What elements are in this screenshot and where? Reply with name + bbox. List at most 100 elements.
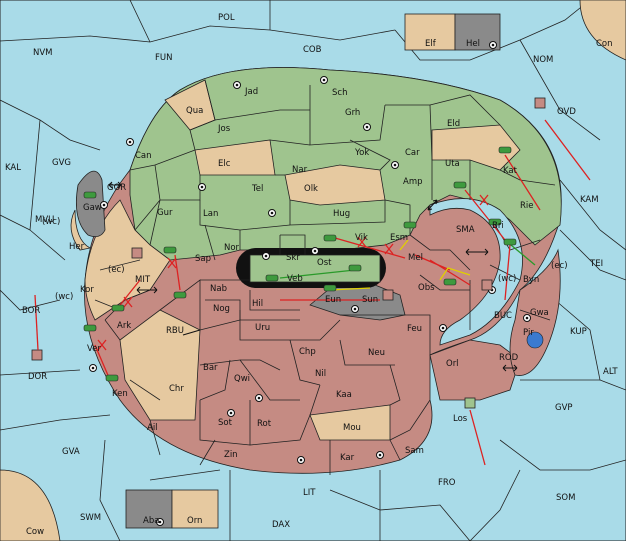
bri-unit-marker (481, 279, 493, 291)
sea-swm: SWM (80, 513, 101, 523)
label-aba: Aba (143, 516, 159, 526)
label-jad: Jad (244, 87, 258, 97)
sea-nvm: NVM (33, 48, 53, 58)
label-gwa: Gwa (530, 308, 549, 318)
label-nog: Nog (213, 304, 230, 314)
label-nab: Nab (210, 284, 227, 294)
ovd-unit-marker (534, 97, 546, 109)
label-skr: Skr (286, 253, 300, 263)
sea-som: SOM (556, 493, 575, 503)
land-gaw-coast[interactable] (70, 209, 92, 251)
label-gur: Gur (157, 208, 173, 218)
sea-kal: KAL (5, 163, 21, 173)
sea-rod: ROD (499, 353, 519, 363)
label-los: Los (453, 414, 468, 424)
land-aba[interactable] (125, 489, 173, 529)
label-grh: Grh (345, 108, 360, 118)
los-unit-marker (464, 397, 476, 409)
label-esm: Esm (390, 233, 408, 243)
label-olk: Olk (304, 184, 318, 194)
label-gaw: Gaw (83, 203, 102, 213)
label-feu: Feu (407, 324, 422, 334)
her-unit-marker (131, 247, 143, 259)
sea-gvp: GVP (555, 403, 573, 413)
army-unit (348, 264, 362, 272)
label-sam: Sam (405, 446, 424, 456)
land-orn[interactable] (171, 489, 219, 529)
label-mel: Mel (408, 253, 423, 263)
label-coast-ec2: (ec) (551, 261, 568, 271)
army-unit (488, 218, 502, 226)
army-unit (498, 146, 512, 154)
land-gaw[interactable] (75, 170, 106, 238)
label-hel: Hel (466, 39, 480, 49)
label-jos: Jos (217, 124, 231, 134)
land-elf[interactable] (404, 13, 456, 51)
label-coast-ec1: (ec) (108, 265, 125, 275)
label-rie: Rie (520, 201, 534, 211)
sea-tei: TEI (589, 259, 603, 269)
label-yok: Yok (354, 148, 369, 158)
label-pir: Pir (523, 328, 534, 338)
label-kor: Kor (80, 285, 94, 295)
sea-labels: POL NVM FUN COB NOM Con OVD KAL GVG GOR … (5, 13, 618, 537)
label-mou: Mou (343, 423, 361, 433)
label-lan: Lan (203, 209, 218, 219)
army-unit (323, 284, 337, 292)
sea-fun: FUN (155, 53, 172, 63)
label-orn: Orn (187, 516, 202, 526)
army-unit (503, 238, 517, 246)
sea-gor: GOR (107, 183, 126, 193)
label-vik: Vik (355, 233, 368, 243)
label-kaa: Kaa (336, 390, 352, 400)
units (83, 146, 544, 409)
sea-cob: COB (303, 45, 322, 55)
sea-dor: DOR (28, 372, 47, 382)
label-uta: Uta (445, 159, 460, 169)
label-sap: Sap (195, 254, 211, 264)
move-orders (34, 119, 591, 466)
dor-unit-marker (31, 349, 43, 361)
label-sot: Sot (218, 418, 233, 428)
sea-mvu: MVU (35, 215, 54, 225)
label-kar: Kar (340, 453, 355, 463)
label-eld: Eld (447, 119, 460, 129)
label-hug: Hug (333, 209, 350, 219)
army-unit (443, 278, 457, 286)
label-her: Her (69, 242, 85, 252)
land-pir-gwa[interactable] (509, 248, 561, 376)
label-elc: Elc (218, 159, 231, 169)
north-green-region (129, 67, 562, 261)
sea-bor: BOR (22, 306, 40, 316)
label-ver: Ver (87, 344, 101, 354)
land-veb-ost[interactable] (249, 254, 381, 283)
label-coast-wc3: (wc) (498, 274, 516, 284)
army-unit (265, 274, 279, 282)
army-unit (83, 324, 97, 332)
label-coast-wc1: (wc) (42, 217, 60, 227)
label-bri: Bri (492, 221, 504, 231)
label-qwi: Qwi (234, 374, 250, 384)
label-veb: Veb (287, 274, 303, 284)
sea-cow: Cow (26, 527, 44, 537)
sea-dax: DAX (272, 520, 290, 530)
label-nil: Nil (315, 369, 326, 379)
sea-sma: SMA (456, 225, 475, 235)
label-can: Can (135, 151, 152, 161)
label-uru: Uru (255, 323, 270, 333)
label-ail: Ail (147, 423, 158, 433)
army-unit (105, 374, 119, 382)
label-car: Car (405, 148, 420, 158)
army-unit (173, 291, 187, 299)
sea-buc: BUC (494, 311, 512, 321)
army-unit (403, 221, 417, 229)
sea-kup: KUP (570, 327, 587, 337)
label-sch: Sch (332, 88, 347, 98)
label-nar: Nar (292, 165, 308, 175)
sea-nom: NOM (533, 55, 553, 65)
label-byn: Byn (523, 275, 539, 285)
label-elf: Elf (425, 39, 437, 49)
sea-ovd: OVD (557, 107, 576, 117)
